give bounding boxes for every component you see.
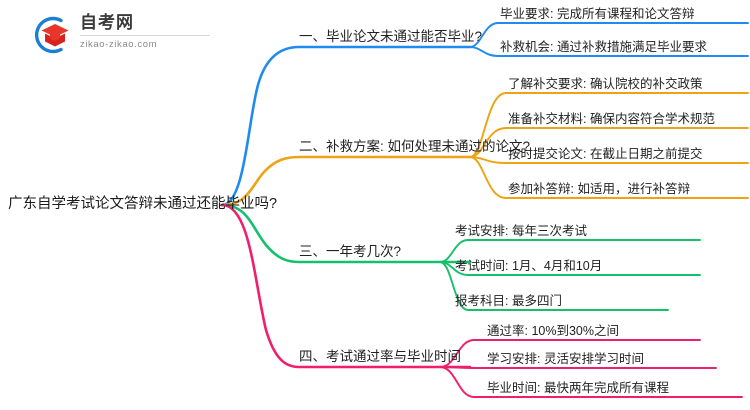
logo-subtitle: zikao-zikao.com: [80, 39, 158, 50]
branch-group-4: [220, 203, 743, 398]
mindmap-leaf-1-2[interactable]: 补救机会: 通过补救措施满足毕业要求: [500, 40, 707, 54]
mindmap-leaf-2-2[interactable]: 准备补交材料: 确保内容符合学术规范: [508, 112, 715, 126]
branch-connector-2: [220, 155, 472, 207]
mindmap-leaf-4-3[interactable]: 毕业时间: 最快两年完成所有课程: [487, 381, 669, 395]
leaf-connector-2-1: [469, 92, 749, 158]
mindmap-leaf-3-3[interactable]: 报考科目: 最多四门: [455, 294, 562, 308]
logo-title: 自考网: [80, 12, 210, 36]
leaf-connector-4-1: [439, 339, 701, 368]
mindmap-branch-4[interactable]: 四、考试通过率与毕业时间: [299, 349, 461, 364]
branch-connector-1: [220, 45, 472, 207]
mindmap-leaf-1-1[interactable]: 毕业要求: 完成所有课程和论文答辩: [500, 7, 695, 21]
mindmap-leaf-2-1[interactable]: 了解补交要求: 确认院校的补交政策: [508, 77, 703, 91]
mindmap-branch-2[interactable]: 二、补救方案: 如何处理未通过的论文?: [299, 139, 531, 154]
leaf-connector-1-1: [469, 22, 749, 48]
leaf-connector-4-3: [439, 366, 743, 398]
branch-group-3: [220, 203, 701, 311]
branch-group-2: [220, 92, 749, 207]
branch-group-1: [220, 22, 749, 207]
branch-connector-3: [220, 203, 472, 264]
leaf-connector-3-1: [439, 239, 701, 263]
logo-text: 自考网 zikao-zikao.com: [80, 12, 210, 53]
mindmap-leaf-2-4[interactable]: 参加补答辩: 如适用，进行补答辩: [508, 182, 690, 196]
mindmap-leaf-3-1[interactable]: 考试安排: 每年三次考试: [455, 224, 587, 238]
leaf-connector-1-2: [469, 46, 749, 57]
mindmap-branch-3[interactable]: 三、一年考几次?: [299, 244, 402, 259]
mindmap-leaf-2-3[interactable]: 按时提交论文: 在截止日期之前提交: [508, 147, 703, 161]
mindmap-root-node[interactable]: 广东自学考试论文答辩未通过还能毕业吗?: [8, 196, 278, 212]
branch-connector-4: [220, 203, 472, 369]
leaf-connector-2-4: [469, 156, 749, 199]
leaf-connector-2-2: [469, 127, 749, 158]
mindmap-leaf-3-2[interactable]: 考试时间: 1月、4月和10月: [455, 259, 603, 273]
site-logo: 自考网 zikao-zikao.com: [28, 12, 213, 58]
leaf-connector-3-3: [439, 261, 669, 311]
mindmap-branch-1[interactable]: 一、毕业论文未通过能否毕业?: [299, 29, 483, 44]
mindmap-leaf-4-1[interactable]: 通过率: 10%到30%之间: [487, 324, 619, 338]
mindmap-leaf-4-2[interactable]: 学习安排: 灵活安排学习时间: [487, 352, 644, 366]
logo-mark-icon: [28, 14, 72, 56]
